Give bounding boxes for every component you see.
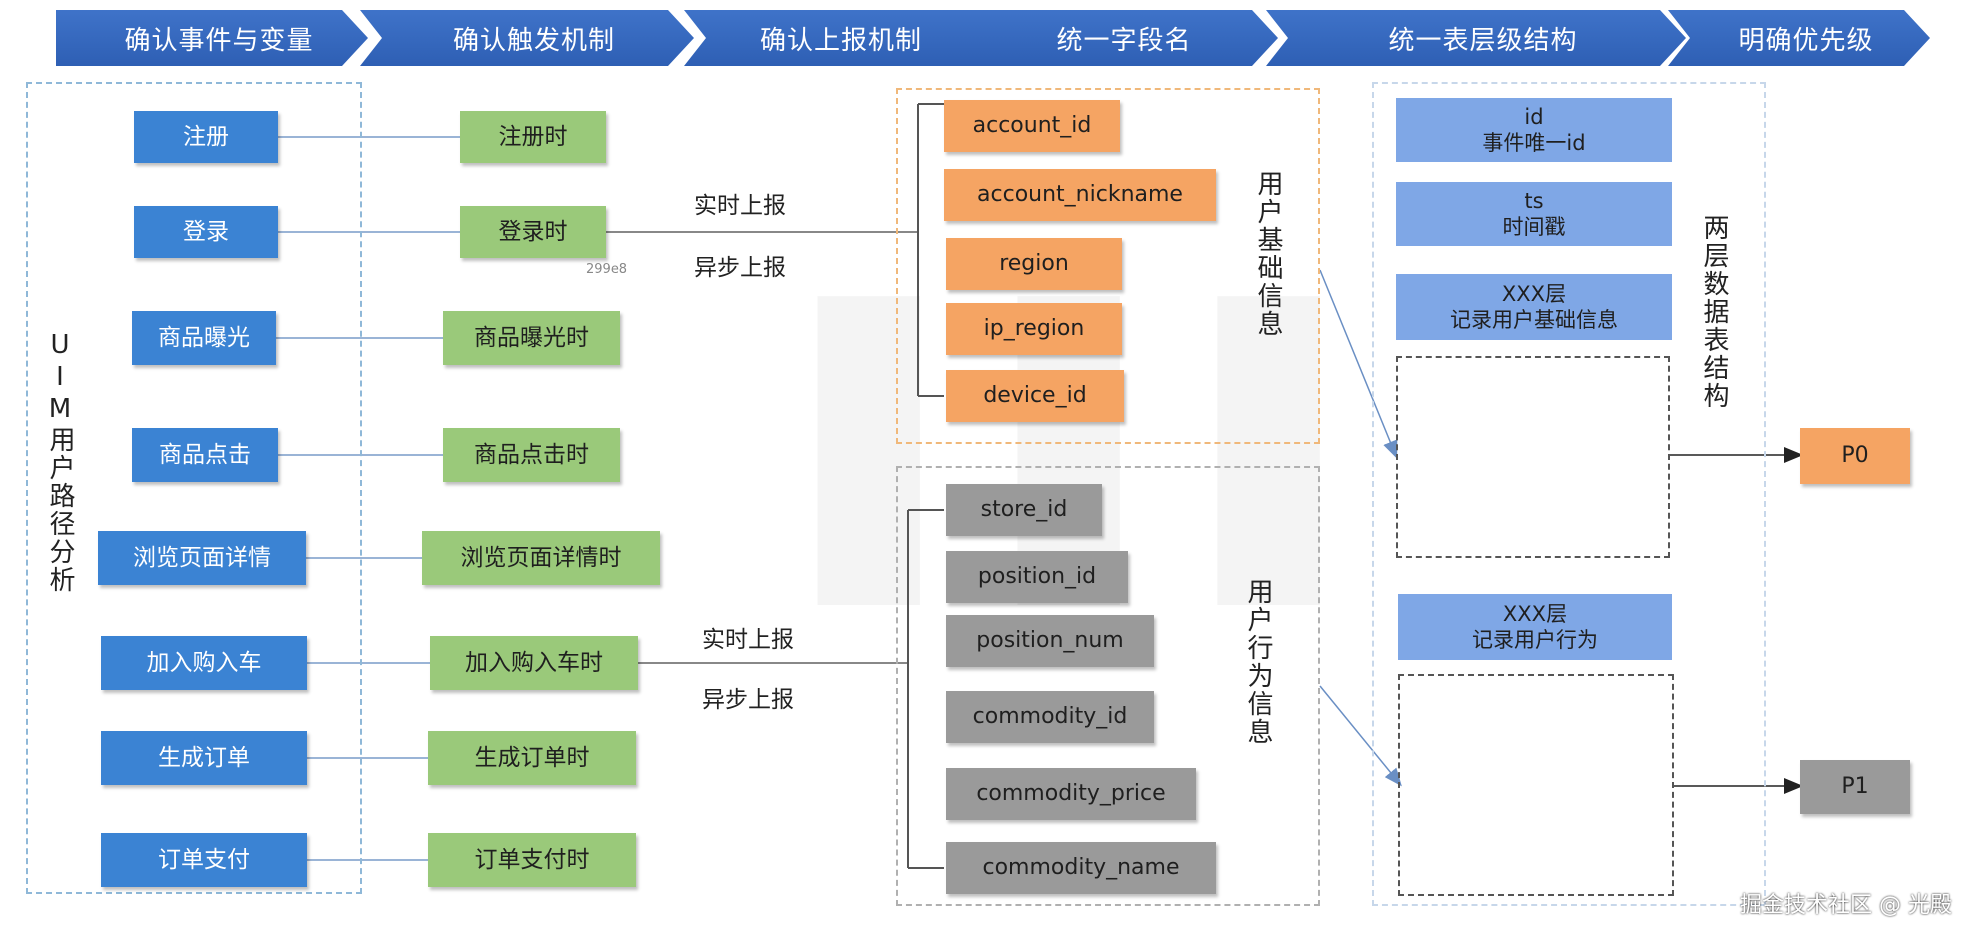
table-structure-label: 两层数据表结构: [1699, 214, 1729, 410]
block-basic-line2: 记录用户基础信息: [1450, 308, 1618, 332]
event-register: 注册: [134, 111, 278, 163]
field-store-id: store_id: [946, 484, 1102, 536]
user-basic-label: 用户基础信息: [1253, 170, 1283, 338]
step-2: 确认触发机制: [360, 10, 694, 66]
trigger-register: 注册时: [460, 111, 606, 163]
lower-async-label: 异步上报: [702, 687, 794, 713]
field-position-num: position_num: [946, 615, 1154, 667]
trigger-view-detail: 浏览页面详情时: [422, 531, 660, 585]
event-login: 登录: [134, 206, 278, 258]
trigger-login: 登录时: [460, 206, 606, 258]
step-1: 确认事件与变量: [56, 10, 368, 66]
block-behavior-line2: 记录用户行为: [1472, 628, 1598, 652]
user-basic-frame: [896, 88, 1320, 444]
field-commodity-name: commodity_name: [946, 842, 1216, 894]
uim-frame: [26, 82, 362, 894]
field-position-id: position_id: [946, 551, 1128, 603]
small-tag: 299e8: [586, 262, 628, 277]
priority-p0: P0: [1800, 428, 1910, 484]
step-4: 统一字段名: [956, 10, 1278, 66]
event-pay-order: 订单支付: [101, 833, 307, 887]
trigger-product-click: 商品点击时: [443, 428, 620, 482]
behavior-layer-placeholder: [1398, 674, 1674, 896]
block-ts-line1: ts: [1524, 188, 1544, 213]
trigger-create-order: 生成订单时: [428, 731, 636, 785]
field-ip-region: ip_region: [946, 303, 1122, 355]
basic-to-table-arrow: [1319, 269, 1398, 459]
block-ts: ts 时间戳: [1396, 182, 1672, 246]
credit-text: 掘金技术社区 @ 光殿: [1740, 893, 1952, 918]
user-behavior-label: 用户行为信息: [1243, 578, 1273, 746]
field-commodity-id: commodity_id: [946, 691, 1154, 743]
user-behavior-frame: [896, 466, 1320, 906]
block-basic-layer: XXX层 记录用户基础信息: [1396, 274, 1672, 340]
block-ts-line2: 时间戳: [1502, 215, 1566, 239]
priority-p1: P1: [1800, 760, 1910, 814]
block-behavior-line1: XXX层: [1502, 601, 1568, 626]
event-add-cart: 加入购入车: [101, 636, 307, 690]
field-commodity-price: commodity_price: [946, 768, 1196, 820]
field-account-nickname: account_nickname: [944, 169, 1216, 221]
table-structure-frame: [1372, 82, 1766, 906]
behavior-to-table-arrow: [1319, 685, 1402, 787]
block-id-line2: 事件唯一id: [1482, 131, 1586, 155]
basic-layer-placeholder: [1396, 356, 1670, 558]
trigger-pay-order: 订单支付时: [428, 833, 636, 887]
upper-async-label: 异步上报: [694, 255, 786, 281]
event-create-order: 生成订单: [101, 731, 307, 785]
lower-realtime-label: 实时上报: [702, 627, 794, 653]
block-basic-line1: XXX层: [1501, 281, 1567, 306]
field-region: region: [946, 238, 1122, 290]
trigger-product-exposure: 商品曝光时: [443, 311, 620, 365]
step-3: 确认上报机制: [684, 10, 984, 66]
event-product-click: 商品点击: [132, 428, 278, 482]
field-account-id: account_id: [944, 100, 1120, 152]
uim-label: UIM用户路径分析: [45, 330, 75, 594]
step-6: 明确优先级: [1668, 10, 1930, 66]
event-view-detail: 浏览页面详情: [98, 531, 306, 585]
block-id-line1: id: [1524, 104, 1544, 129]
block-id: id 事件唯一id: [1396, 98, 1672, 162]
trigger-add-cart: 加入购入车时: [430, 636, 638, 690]
block-behavior-layer: XXX层 记录用户行为: [1398, 594, 1672, 660]
event-product-exposure: 商品曝光: [132, 311, 276, 365]
upper-realtime-label: 实时上报: [694, 193, 786, 219]
step-5: 统一表层级结构: [1266, 10, 1686, 66]
field-device-id: device_id: [946, 370, 1124, 422]
